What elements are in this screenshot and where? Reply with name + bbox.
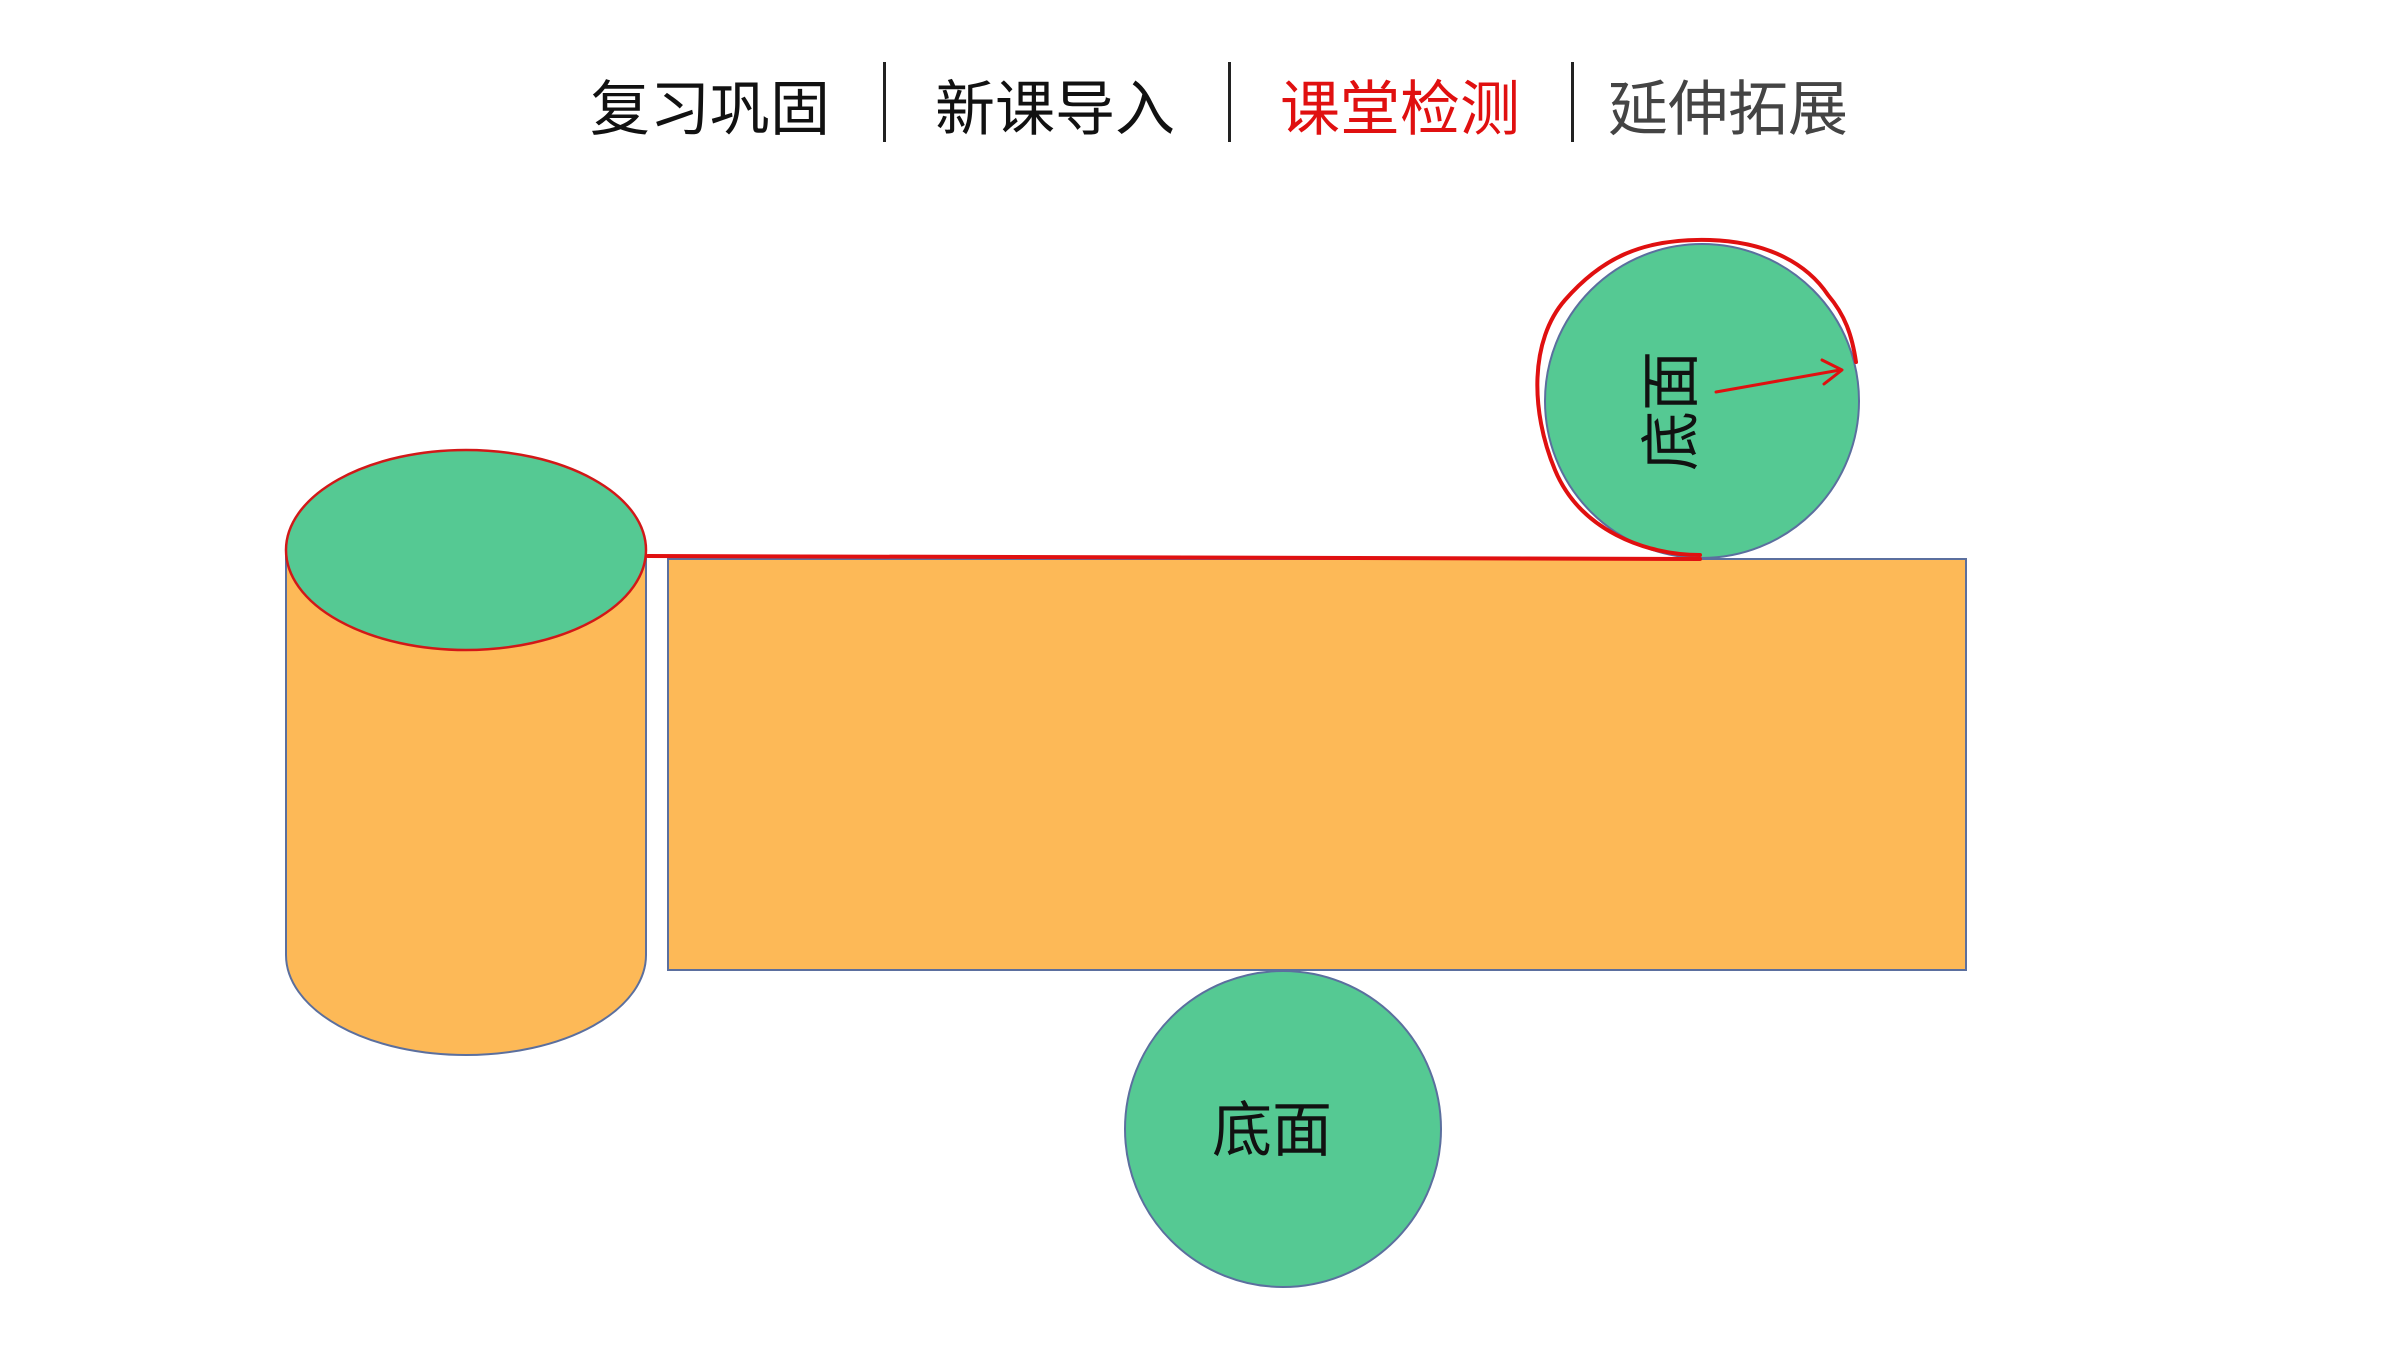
cylinder-side <box>285 549 647 1056</box>
nav-divider <box>1571 62 1574 142</box>
circumference-annotation <box>1535 237 1858 557</box>
lateral-face-rectangle <box>667 558 1967 971</box>
nav-divider <box>1228 62 1231 142</box>
edge-length-annotation <box>646 554 1702 561</box>
nav-divider <box>883 62 886 142</box>
section-nav: 复习巩固 新课导入 课堂检测 延伸拓展 <box>0 0 2400 160</box>
cylinder-figure <box>284 448 648 1056</box>
bottom-base-label: 底面 <box>1212 1096 1332 1166</box>
cylinder-top-face <box>284 448 648 652</box>
tab-new-lesson[interactable]: 新课导入 <box>935 75 1175 145</box>
top-base-circle <box>1544 243 1860 559</box>
tab-review[interactable]: 复习巩固 <box>590 75 830 145</box>
tab-extension[interactable]: 延伸拓展 <box>1608 75 1848 145</box>
top-base-label: 底面 <box>1637 351 1707 471</box>
bottom-base-circle <box>1124 970 1442 1288</box>
radius-arrow <box>1714 358 1844 394</box>
tab-class-test[interactable]: 课堂检测 <box>1280 75 1520 145</box>
